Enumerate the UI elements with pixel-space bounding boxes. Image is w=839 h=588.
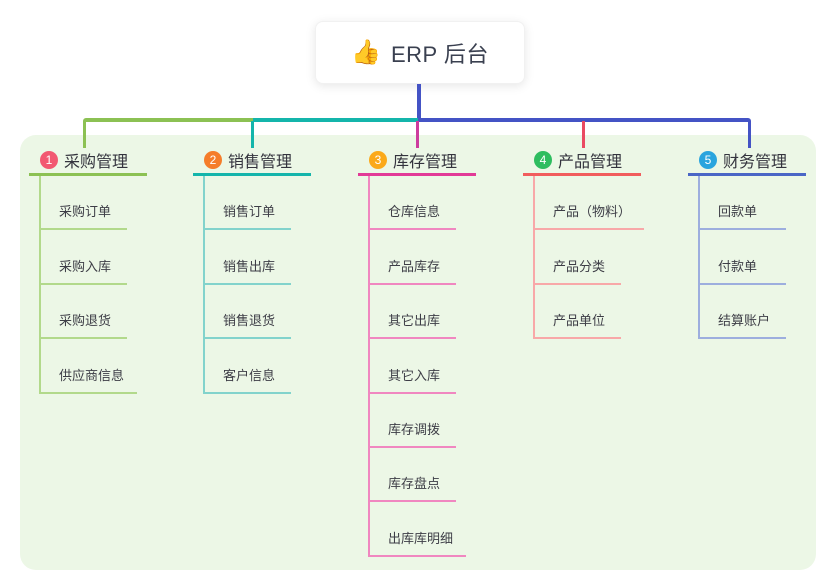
- branch-children: 产品（物料） 产品分类产品单位: [533, 176, 645, 340]
- branch-number-badge: 2: [204, 151, 222, 169]
- child-node[interactable]: 销售退货: [205, 285, 291, 340]
- branch-label: 销售管理: [228, 154, 293, 171]
- child-label: 出库库明细: [388, 530, 454, 546]
- child-label: 产品（物料）: [553, 204, 632, 220]
- connector-bus-green: [83, 118, 253, 122]
- branch-underline: [193, 173, 311, 176]
- branch-label: 产品管理: [558, 154, 623, 171]
- branch-column: 2 销售管理 销售订单销售出库销售退货客户信息: [193, 147, 353, 394]
- connector-drop-4: [582, 121, 585, 148]
- child-node[interactable]: 产品库存: [370, 230, 456, 285]
- child-label: 其它入库: [388, 367, 441, 383]
- branch-number-badge: 3: [369, 151, 387, 169]
- child-label: 其它出库: [388, 313, 441, 329]
- branch-header[interactable]: 2 销售管理: [193, 147, 353, 173]
- connector-drop-2: [251, 121, 254, 148]
- child-label: 采购入库: [59, 258, 112, 274]
- child-node[interactable]: 结算账户: [700, 285, 786, 340]
- connector-drop-1: [83, 121, 86, 148]
- child-node[interactable]: 其它入库: [370, 339, 456, 394]
- branch-header[interactable]: 5 财务管理: [688, 147, 839, 173]
- child-label: 销售退货: [223, 313, 276, 329]
- child-node[interactable]: 其它出库: [370, 285, 456, 340]
- branch-column: 1 采购管理 采购订单采购入库采购退货供应商信息: [29, 147, 189, 394]
- child-label: 产品库存: [388, 258, 441, 274]
- child-node[interactable]: 出库库明细: [370, 502, 467, 557]
- branch-header[interactable]: 4 产品管理: [523, 147, 683, 173]
- child-node[interactable]: 供应商信息: [41, 339, 138, 394]
- connector-bus-teal: [253, 118, 418, 122]
- child-label: 付款单: [718, 258, 758, 274]
- branch-column: 5 财务管理 回款单付款单结算账户: [688, 147, 839, 340]
- child-node[interactable]: 客户信息: [205, 339, 291, 394]
- branch-underline: [358, 173, 476, 176]
- child-node[interactable]: 付款单: [700, 230, 786, 285]
- root-node[interactable]: 👍 ERP 后台: [315, 21, 525, 84]
- child-node[interactable]: 销售订单: [205, 176, 291, 231]
- child-node[interactable]: 回款单: [700, 176, 786, 231]
- child-label: 结算账户: [718, 313, 771, 329]
- child-node[interactable]: 产品（物料）: [535, 176, 645, 231]
- child-label: 客户信息: [223, 367, 276, 383]
- child-node[interactable]: 产品单位: [535, 285, 621, 340]
- connector-drop-5: [748, 121, 751, 148]
- branch-column: 3 库存管理 仓库信息产品库存其它出库其它入库库存调拨库存盘点出库库明细: [358, 147, 518, 557]
- child-node[interactable]: 产品分类: [535, 230, 621, 285]
- branch-number-badge: 5: [699, 151, 717, 169]
- child-label: 库存盘点: [388, 476, 441, 492]
- branch-column: 4 产品管理 产品（物料） 产品分类产品单位: [523, 147, 683, 340]
- branch-header[interactable]: 1 采购管理: [29, 147, 189, 173]
- connector-trunk: [417, 84, 421, 122]
- child-node[interactable]: 采购退货: [41, 285, 127, 340]
- child-node[interactable]: 库存盘点: [370, 448, 456, 503]
- child-node[interactable]: 销售出库: [205, 230, 291, 285]
- child-label: 回款单: [718, 204, 758, 220]
- branch-number-badge: 1: [40, 151, 58, 169]
- child-label: 产品分类: [553, 258, 606, 274]
- child-label: 仓库信息: [388, 204, 441, 220]
- child-label: 供应商信息: [59, 367, 125, 383]
- child-label: 销售订单: [223, 204, 276, 220]
- child-label: 销售出库: [223, 258, 276, 274]
- root-label: ERP 后台: [390, 41, 489, 67]
- branch-label: 财务管理: [723, 154, 788, 171]
- child-node[interactable]: 采购入库: [41, 230, 127, 285]
- branch-children: 回款单付款单结算账户: [698, 176, 786, 340]
- child-node[interactable]: 仓库信息: [370, 176, 456, 231]
- thumbs-up-icon: 👍: [351, 38, 381, 66]
- branch-children: 销售订单销售出库销售退货客户信息: [203, 176, 291, 394]
- background-panel: [20, 135, 816, 570]
- connector-drop-3: [416, 121, 419, 148]
- child-label: 采购退货: [59, 313, 112, 329]
- child-node[interactable]: 库存调拨: [370, 394, 456, 448]
- child-label: 采购订单: [59, 204, 112, 220]
- branch-label: 库存管理: [393, 154, 458, 171]
- branch-underline: [523, 173, 641, 176]
- child-label: 库存调拨: [388, 421, 441, 437]
- branch-children: 仓库信息产品库存其它出库其它入库库存调拨库存盘点出库库明细: [368, 176, 467, 557]
- branch-underline: [29, 173, 147, 176]
- connector-bus-indigo: [418, 118, 751, 122]
- branch-header[interactable]: 3 库存管理: [358, 147, 518, 173]
- child-label: 产品单位: [553, 313, 606, 329]
- branch-underline: [688, 173, 806, 176]
- child-node[interactable]: 采购订单: [41, 176, 127, 231]
- branch-number-badge: 4: [534, 151, 552, 169]
- branch-label: 采购管理: [64, 154, 129, 171]
- branch-children: 采购订单采购入库采购退货供应商信息: [39, 176, 138, 394]
